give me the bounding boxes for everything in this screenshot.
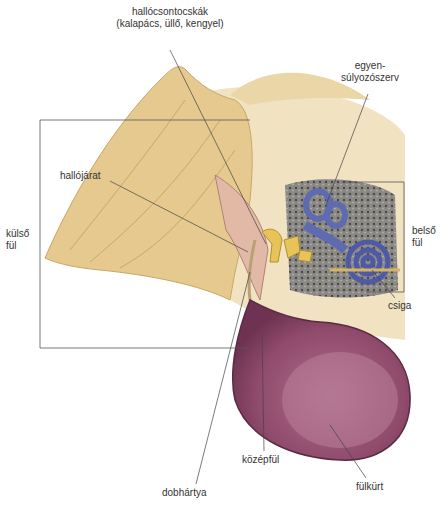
part-label: egyen- súlyozószerv [332,60,408,83]
part-label: fülkürt [356,481,406,493]
part-label: középfül [242,454,292,466]
part-label: hallójárat [60,170,120,182]
part-label: belső fül [412,225,444,248]
part-label: dobhártya [162,487,222,499]
part-label: külső fül [6,228,38,251]
part-label: csiga [388,300,428,312]
part-label: hallócsontocskák (kalapács, üllő, kengye… [115,6,225,29]
